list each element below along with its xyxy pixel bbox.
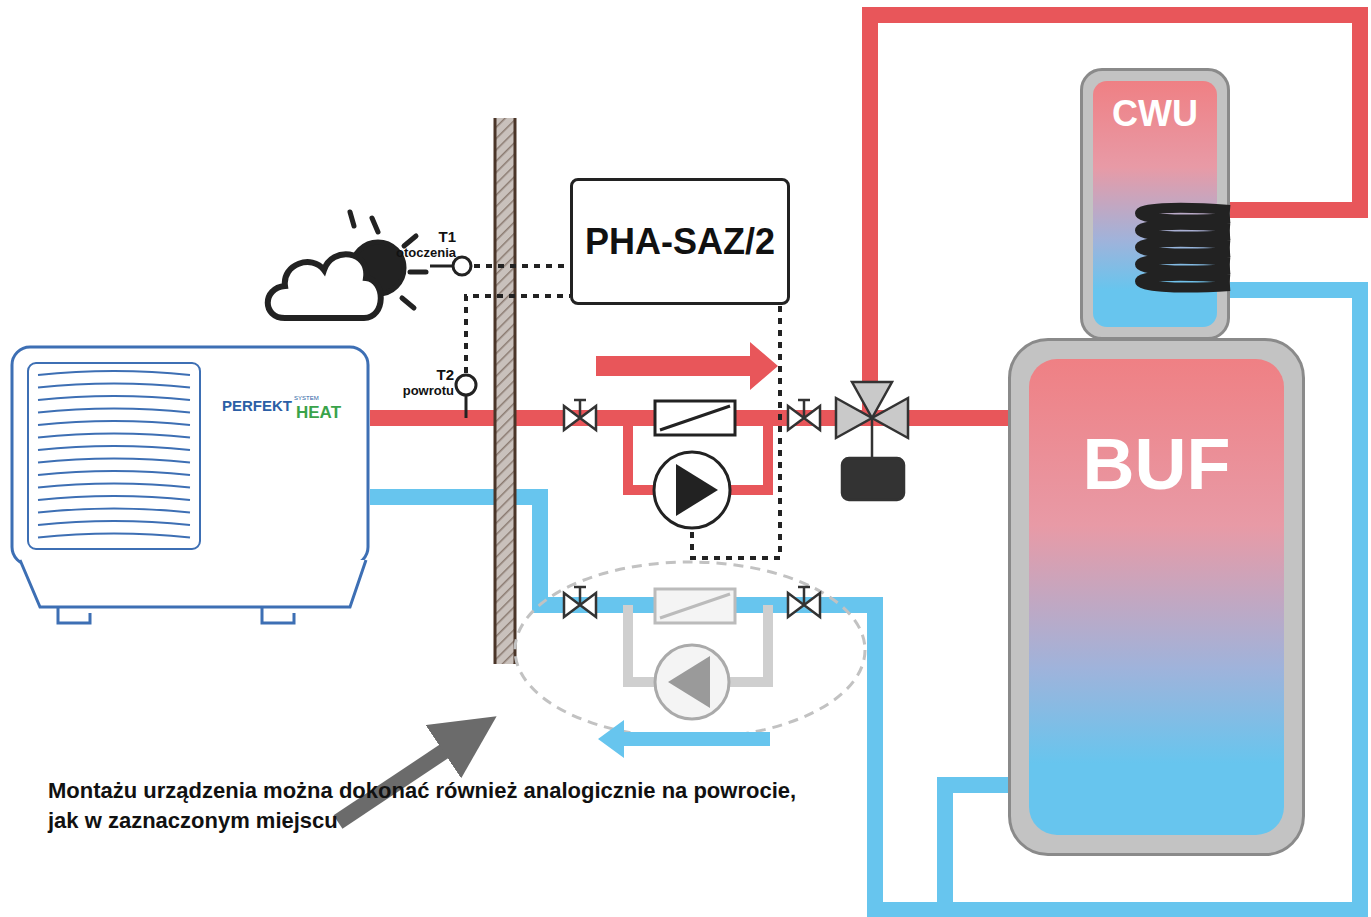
heat-pump-outline (10, 345, 370, 627)
sensor-label: otoczenia (380, 245, 456, 260)
optional-return-group (515, 562, 865, 758)
dhw-tank: CWU (1080, 68, 1230, 340)
brand-logo: SYSTEM (294, 395, 319, 401)
note-text: Montażu urządzenia można dokonać również… (48, 776, 808, 836)
three-way-valve (836, 382, 908, 500)
brand-logo: HEAT (296, 403, 341, 423)
brand-logo: PERFEKT (222, 397, 292, 414)
buffer-tank: BUF (1008, 338, 1305, 856)
signal-wire (466, 266, 780, 558)
heat-pump: PERFEKTSYSTEM HEAT (10, 345, 370, 627)
weather-icon (268, 212, 426, 318)
return-pipe (370, 290, 1360, 910)
tank-name: BUF (1011, 423, 1302, 505)
controller-name: PHA-SAZ/2 (585, 221, 775, 263)
tank-name: CWU (1083, 93, 1227, 135)
return-pipe (370, 497, 1008, 910)
sensor-label: T1 (402, 228, 456, 245)
wall (495, 118, 515, 664)
sensor-label: powrotu (372, 383, 454, 398)
controller-box: PHA-SAZ/2 (570, 178, 790, 305)
supply-group (564, 342, 820, 528)
sensor-label: T2 (402, 366, 454, 383)
